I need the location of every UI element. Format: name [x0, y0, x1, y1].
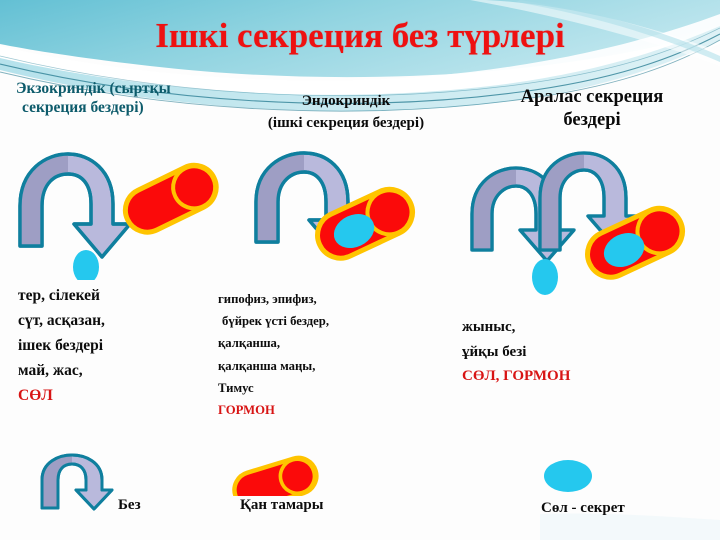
legend-label-vessel: Қан тамары — [240, 497, 324, 513]
blood-vessel-icon — [585, 205, 686, 280]
heading-line-2: (ішкі секреция бездері) — [267, 115, 425, 132]
heading-line-1: Экзокриндік (сыртқы — [16, 80, 171, 97]
secretion-drop-icon — [73, 250, 99, 280]
heading-line-2: секреция бездері) — [22, 98, 144, 116]
diagram-endocrine — [254, 151, 416, 261]
legend-symbol-secretion — [544, 460, 592, 492]
secretion-drop-icon — [544, 460, 592, 492]
diagram-mixed — [470, 151, 686, 295]
text-line: гипофиз, эпифиз, — [218, 292, 317, 306]
column-heading-exocrine: Экзокриндік (сыртқы секреция бездері) — [16, 80, 231, 118]
blood-vessel-icon — [315, 186, 416, 261]
text-line: сүт, асқазан, — [18, 312, 105, 330]
text-line: бүйрек үсті бездер, — [222, 314, 330, 329]
heading-line-2: бездері — [563, 109, 621, 130]
text-line: Тимус — [218, 380, 254, 395]
text-line-highlight: СӨЛ, ГОРМОН — [462, 368, 571, 385]
text-line: қалқанша, — [218, 336, 281, 351]
slide-title: Ішкі секреция без түрлері — [155, 16, 565, 55]
text-line: май, жас, — [18, 362, 83, 380]
text-line: қалқанша маңы, — [218, 358, 316, 373]
legend-label-gland: Без — [118, 497, 141, 513]
blood-vessel-icon — [122, 162, 219, 235]
secretion-drop-icon — [532, 259, 558, 295]
legend-symbol-vessel — [232, 455, 319, 496]
secretion-drop-icon — [603, 233, 645, 268]
text-block-mixed: жыныс, ұйқы безі СӨЛ, ГОРМОН — [462, 315, 570, 389]
column-heading-endocrine: Эндокриндік (ішкі секреция бездері) — [232, 92, 460, 133]
heading-line-1: Аралас секреция — [520, 87, 664, 107]
column-heading-mixed: Аралас секреция бездері — [468, 86, 716, 131]
arch-arrow-icon — [40, 453, 114, 511]
text-line: тер, сілекей — [18, 287, 100, 304]
legend-symbol-gland — [40, 453, 114, 511]
arch-arrow-icon — [18, 152, 132, 259]
text-line: ұйқы безі — [462, 343, 527, 360]
text-line: ішек бездері — [18, 337, 104, 355]
secretion-drop-icon — [333, 214, 375, 249]
text-block-exocrine: тер, сілекей сүт, асқазан, ішек бездері … — [18, 283, 105, 409]
diagram-exocrine — [18, 152, 219, 280]
text-line: жыныс, — [462, 319, 516, 335]
text-line-highlight: ГОРМОН — [218, 403, 275, 418]
text-line-highlight: СӨЛ — [18, 387, 53, 405]
text-block-endocrine: гипофиз, эпифиз, бүйрек үсті бездер, қал… — [218, 288, 329, 421]
heading-line-1: Эндокриндік — [301, 93, 391, 109]
legend-label-secretion: Сөл - секрет — [541, 500, 625, 516]
blood-vessel-icon — [232, 455, 319, 496]
